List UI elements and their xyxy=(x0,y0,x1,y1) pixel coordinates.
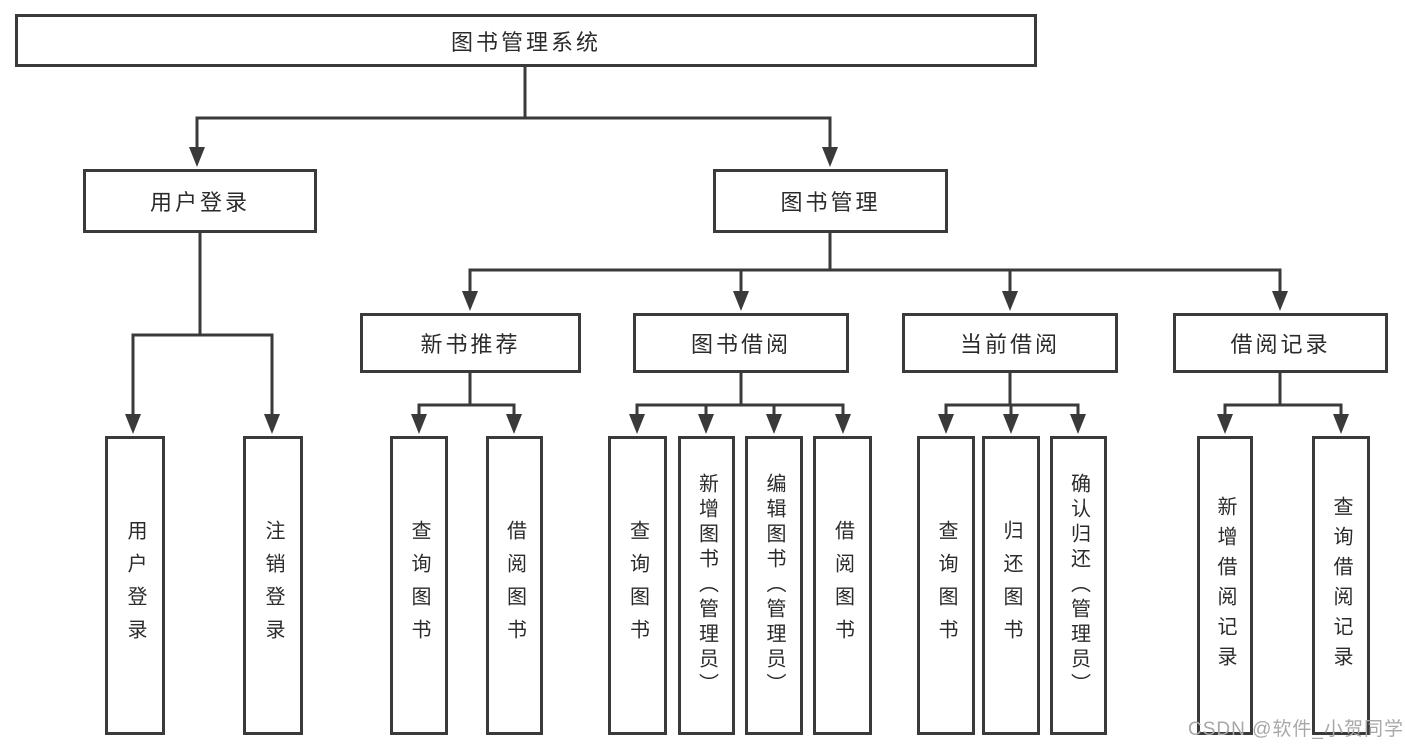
leaf-label: 查询图书 xyxy=(935,519,957,652)
leaf-label: 查询图书 xyxy=(408,519,430,652)
arrowhead xyxy=(938,414,954,434)
leaf-label: 确认归还（管理员） xyxy=(1067,473,1090,698)
node-new-book-recommend: 新书推荐 xyxy=(360,313,581,373)
leaf-query-borrow-record: 查询借阅记录 xyxy=(1312,436,1370,735)
leaf-label: 新增图书（管理员） xyxy=(695,473,718,698)
arrowhead xyxy=(125,414,141,434)
connector-borrow-bus xyxy=(635,403,845,417)
node-book-management: 图书管理 xyxy=(713,169,948,233)
node-label: 图书管理系统 xyxy=(450,29,601,55)
connector-mgmt-bus xyxy=(468,268,1282,293)
node-label: 用户登录 xyxy=(149,190,250,215)
leaf-add-book-admin: 新增图书（管理员） xyxy=(678,436,735,735)
arrowhead xyxy=(1333,414,1349,434)
leaf-return-book: 归还图书 xyxy=(982,436,1040,735)
arrowhead xyxy=(733,291,749,311)
arrowhead xyxy=(506,414,522,434)
connector-newbook-bus xyxy=(417,403,516,417)
leaf-borrow-books-borrow: 借阅图书 xyxy=(813,436,872,735)
connector-login-bus xyxy=(131,333,274,417)
arrowheads xyxy=(125,147,1349,434)
arrowhead xyxy=(189,147,205,167)
arrowhead xyxy=(1003,414,1019,434)
arrowhead xyxy=(411,414,427,434)
leaf-label: 查询图书 xyxy=(626,519,649,652)
connector-strokes xyxy=(131,67,1343,417)
arrowhead xyxy=(835,414,851,434)
node-current-borrowing: 当前借阅 xyxy=(902,313,1118,373)
leaf-label: 用户登录 xyxy=(124,519,146,652)
leaf-label: 借阅图书 xyxy=(503,519,526,652)
arrowhead xyxy=(1217,414,1233,434)
leaf-edit-book-admin: 编辑图书（管理员） xyxy=(745,436,803,735)
arrowhead xyxy=(698,414,714,434)
node-label: 图书管理 xyxy=(780,190,881,215)
arrowhead xyxy=(766,414,782,434)
node-label: 当前借阅 xyxy=(959,332,1060,357)
leaf-query-books-recommend: 查询图书 xyxy=(390,436,448,735)
leaf-add-borrow-record: 新增借阅记录 xyxy=(1197,436,1253,735)
arrowhead xyxy=(1070,414,1086,434)
leaf-confirm-return-admin: 确认归还（管理员） xyxy=(1050,436,1107,735)
leaf-logout: 注销登录 xyxy=(243,436,303,735)
node-book-borrowing: 图书借阅 xyxy=(633,313,849,373)
leaf-label: 借阅图书 xyxy=(831,519,854,652)
arrowhead xyxy=(629,414,645,434)
leaf-label: 查询借阅记录 xyxy=(1330,495,1352,676)
node-user-login: 用户登录 xyxy=(83,169,317,233)
leaf-label: 新增借阅记录 xyxy=(1214,495,1236,676)
leaf-query-books-borrow: 查询图书 xyxy=(608,436,667,735)
csdn-watermark: CSDN @软件_小贺同学 xyxy=(1188,719,1404,740)
leaf-query-books-current: 查询图书 xyxy=(917,436,975,735)
node-label: 新书推荐 xyxy=(420,332,521,357)
arrowhead xyxy=(822,147,838,167)
node-label: 图书借阅 xyxy=(690,332,791,357)
leaf-borrow-books-recommend: 借阅图书 xyxy=(486,436,543,735)
leaf-label: 归还图书 xyxy=(1000,519,1022,652)
arrowhead xyxy=(1002,291,1018,311)
node-library-management-system: 图书管理系统 xyxy=(15,14,1037,67)
leaf-user-login: 用户登录 xyxy=(105,436,165,735)
arrowhead xyxy=(1272,291,1288,311)
connector-records-bus xyxy=(1223,403,1343,417)
node-label: 借阅记录 xyxy=(1230,332,1331,357)
connector-root-bus xyxy=(195,116,832,150)
leaf-label: 注销登录 xyxy=(262,519,284,652)
arrowhead xyxy=(264,414,280,434)
node-borrowing-records: 借阅记录 xyxy=(1173,313,1388,373)
arrowhead xyxy=(462,291,478,311)
leaf-label: 编辑图书（管理员） xyxy=(763,473,785,698)
